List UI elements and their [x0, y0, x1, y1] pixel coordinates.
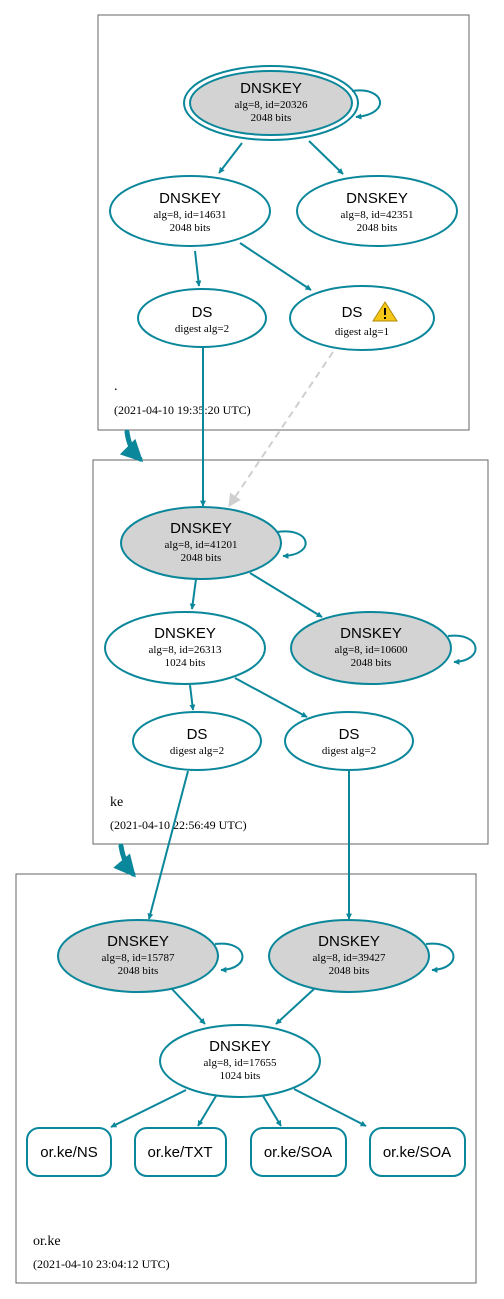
dnskey-15787-info: alg=8, id=15787: [102, 952, 175, 964]
edge-26313-to-ds-left: [189, 684, 196, 711]
dnskey-41201-node[interactable]: DNSKEY alg=8, id=41201 2048 bits: [120, 506, 282, 580]
dnskey-42351-info: alg=8, id=42351: [341, 209, 414, 221]
dnskey-10600-self-edge: [447, 634, 477, 665]
edge-20326-to-14631: [218, 142, 243, 174]
root-ds-alg2-title: DS: [192, 304, 213, 321]
zone-delegation-ke-to-orke: [113, 843, 136, 878]
dnskey-26313-node[interactable]: DNSKEY alg=8, id=26313 1024 bits: [104, 611, 266, 685]
rrset-soa-2-label: or.ke/SOA: [383, 1144, 451, 1161]
zone-root-name: .: [114, 379, 118, 394]
zone-root-timestamp: (2021-04-10 19:35:20 UTC): [114, 403, 251, 417]
edge-39427-to-17655: [275, 988, 315, 1025]
ke-ds-right-title: DS: [339, 726, 360, 743]
dnskey-41201-title: DNSKEY: [170, 520, 232, 537]
root-ds-alg1-digest: digest alg=1: [335, 326, 389, 338]
dnskey-42351-bits: 2048 bits: [357, 222, 398, 234]
dnskey-15787-bits: 2048 bits: [118, 965, 159, 977]
dnskey-42351-title: DNSKEY: [346, 190, 408, 207]
dnskey-17655-node[interactable]: DNSKEY alg=8, id=17655 1024 bits: [159, 1024, 321, 1098]
dnskey-20326-bits: 2048 bits: [251, 112, 292, 124]
dnskey-20326-info: alg=8, id=20326: [235, 99, 308, 111]
edge-41201-to-10600: [249, 572, 323, 618]
edge-17655-to-txt: [197, 1095, 217, 1127]
rrset-txt-label: or.ke/TXT: [147, 1144, 212, 1161]
dnskey-17655-info: alg=8, id=17655: [204, 1057, 277, 1069]
zone-ke: ke (2021-04-10 22:56:49 UTC) DNSKEY alg=…: [92, 459, 489, 845]
root-ds-alg1-node[interactable]: DS digest alg=1: [289, 285, 435, 351]
edge-ke-ds-left-to-15787: [147, 770, 189, 920]
warning-icon: [372, 301, 398, 322]
dnskey-14631-node[interactable]: DNSKEY alg=8, id=14631 2048 bits: [109, 175, 271, 247]
ke-ds-left-node[interactable]: DS digest alg=2: [132, 711, 262, 771]
root-ds-alg2-digest: digest alg=2: [175, 323, 229, 335]
edge-17655-to-ns: [110, 1089, 187, 1128]
dnskey-26313-info: alg=8, id=26313: [149, 644, 222, 656]
dnskey-26313-bits: 1024 bits: [165, 657, 206, 669]
dnskey-41201-info: alg=8, id=41201: [165, 539, 238, 551]
zone-orke: or.ke (2021-04-10 23:04:12 UTC) DNSKEY a…: [15, 873, 477, 1284]
dnskey-14631-bits: 2048 bits: [170, 222, 211, 234]
dnskey-17655-bits: 1024 bits: [220, 1070, 261, 1082]
rrset-soa-2-node[interactable]: or.ke/SOA: [369, 1127, 466, 1177]
dnskey-15787-self-edge: [214, 942, 244, 973]
dnskey-20326-title: DNSKEY: [240, 80, 302, 97]
edge-14631-to-ds-alg1: [239, 242, 312, 291]
rrset-txt-node[interactable]: or.ke/TXT: [134, 1127, 227, 1177]
dnskey-41201-bits: 2048 bits: [181, 552, 222, 564]
dnskey-39427-bits: 2048 bits: [329, 965, 370, 977]
rrset-ns-node[interactable]: or.ke/NS: [26, 1127, 112, 1177]
edge-15787-to-17655: [171, 988, 206, 1025]
root-ds-alg1-title: DS: [342, 304, 363, 321]
dnskey-10600-title: DNSKEY: [340, 625, 402, 642]
rrset-soa-label: or.ke/SOA: [264, 1144, 332, 1161]
zone-ke-name: ke: [110, 795, 123, 810]
dnskey-10600-node[interactable]: DNSKEY alg=8, id=10600 2048 bits: [290, 611, 452, 685]
dnskey-39427-self-edge: [425, 942, 455, 973]
root-ds-alg2-node[interactable]: DS digest alg=2: [137, 288, 267, 348]
rrset-ns-label: or.ke/NS: [40, 1144, 98, 1161]
dnskey-20326-node[interactable]: DNSKEY alg=8, id=20326 2048 bits: [183, 65, 359, 141]
dnskey-15787-title: DNSKEY: [107, 933, 169, 950]
dnskey-10600-bits: 2048 bits: [351, 657, 392, 669]
dnskey-39427-node[interactable]: DNSKEY alg=8, id=39427 2048 bits: [268, 919, 430, 993]
rrset-soa-node[interactable]: or.ke/SOA: [250, 1127, 347, 1177]
dnskey-39427-info: alg=8, id=39427: [313, 952, 386, 964]
ke-ds-left-digest: digest alg=2: [170, 745, 224, 757]
edge-20326-to-42351: [308, 140, 344, 175]
dnskey-26313-title: DNSKEY: [154, 625, 216, 642]
dnskey-39427-title: DNSKEY: [318, 933, 380, 950]
dnskey-14631-info: alg=8, id=14631: [154, 209, 227, 221]
edge-17655-to-soa: [262, 1095, 282, 1127]
edge-41201-to-26313: [189, 578, 197, 610]
dnskey-14631-title: DNSKEY: [159, 190, 221, 207]
dnskey-10600-info: alg=8, id=10600: [335, 644, 408, 656]
dnskey-42351-node[interactable]: DNSKEY alg=8, id=42351 2048 bits: [296, 175, 458, 247]
zone-orke-name: or.ke: [33, 1234, 61, 1249]
edge-root-ds-alg1-to-41201: [228, 351, 334, 508]
edge-26313-to-ds-right: [234, 677, 308, 718]
ke-ds-right-digest: digest alg=2: [322, 745, 376, 757]
zone-orke-timestamp: (2021-04-10 23:04:12 UTC): [33, 1257, 170, 1271]
dnskey-41201-self-edge: [276, 530, 307, 559]
dnskey-17655-title: DNSKEY: [209, 1038, 271, 1055]
ke-ds-left-title: DS: [187, 726, 208, 743]
edge-17655-to-soa-2: [293, 1088, 367, 1127]
dnskey-15787-node[interactable]: DNSKEY alg=8, id=15787 2048 bits: [57, 919, 219, 993]
dnskey-20326-self-edge: [351, 89, 381, 120]
zone-root: . (2021-04-10 19:35:20 UTC) DNSKEY alg=8…: [97, 14, 470, 431]
ke-ds-right-node[interactable]: DS digest alg=2: [284, 711, 414, 771]
zone-ke-timestamp: (2021-04-10 22:56:49 UTC): [110, 818, 247, 832]
edge-14631-to-ds-alg2: [194, 250, 202, 287]
zone-delegation-root-to-ke: [119, 429, 144, 463]
